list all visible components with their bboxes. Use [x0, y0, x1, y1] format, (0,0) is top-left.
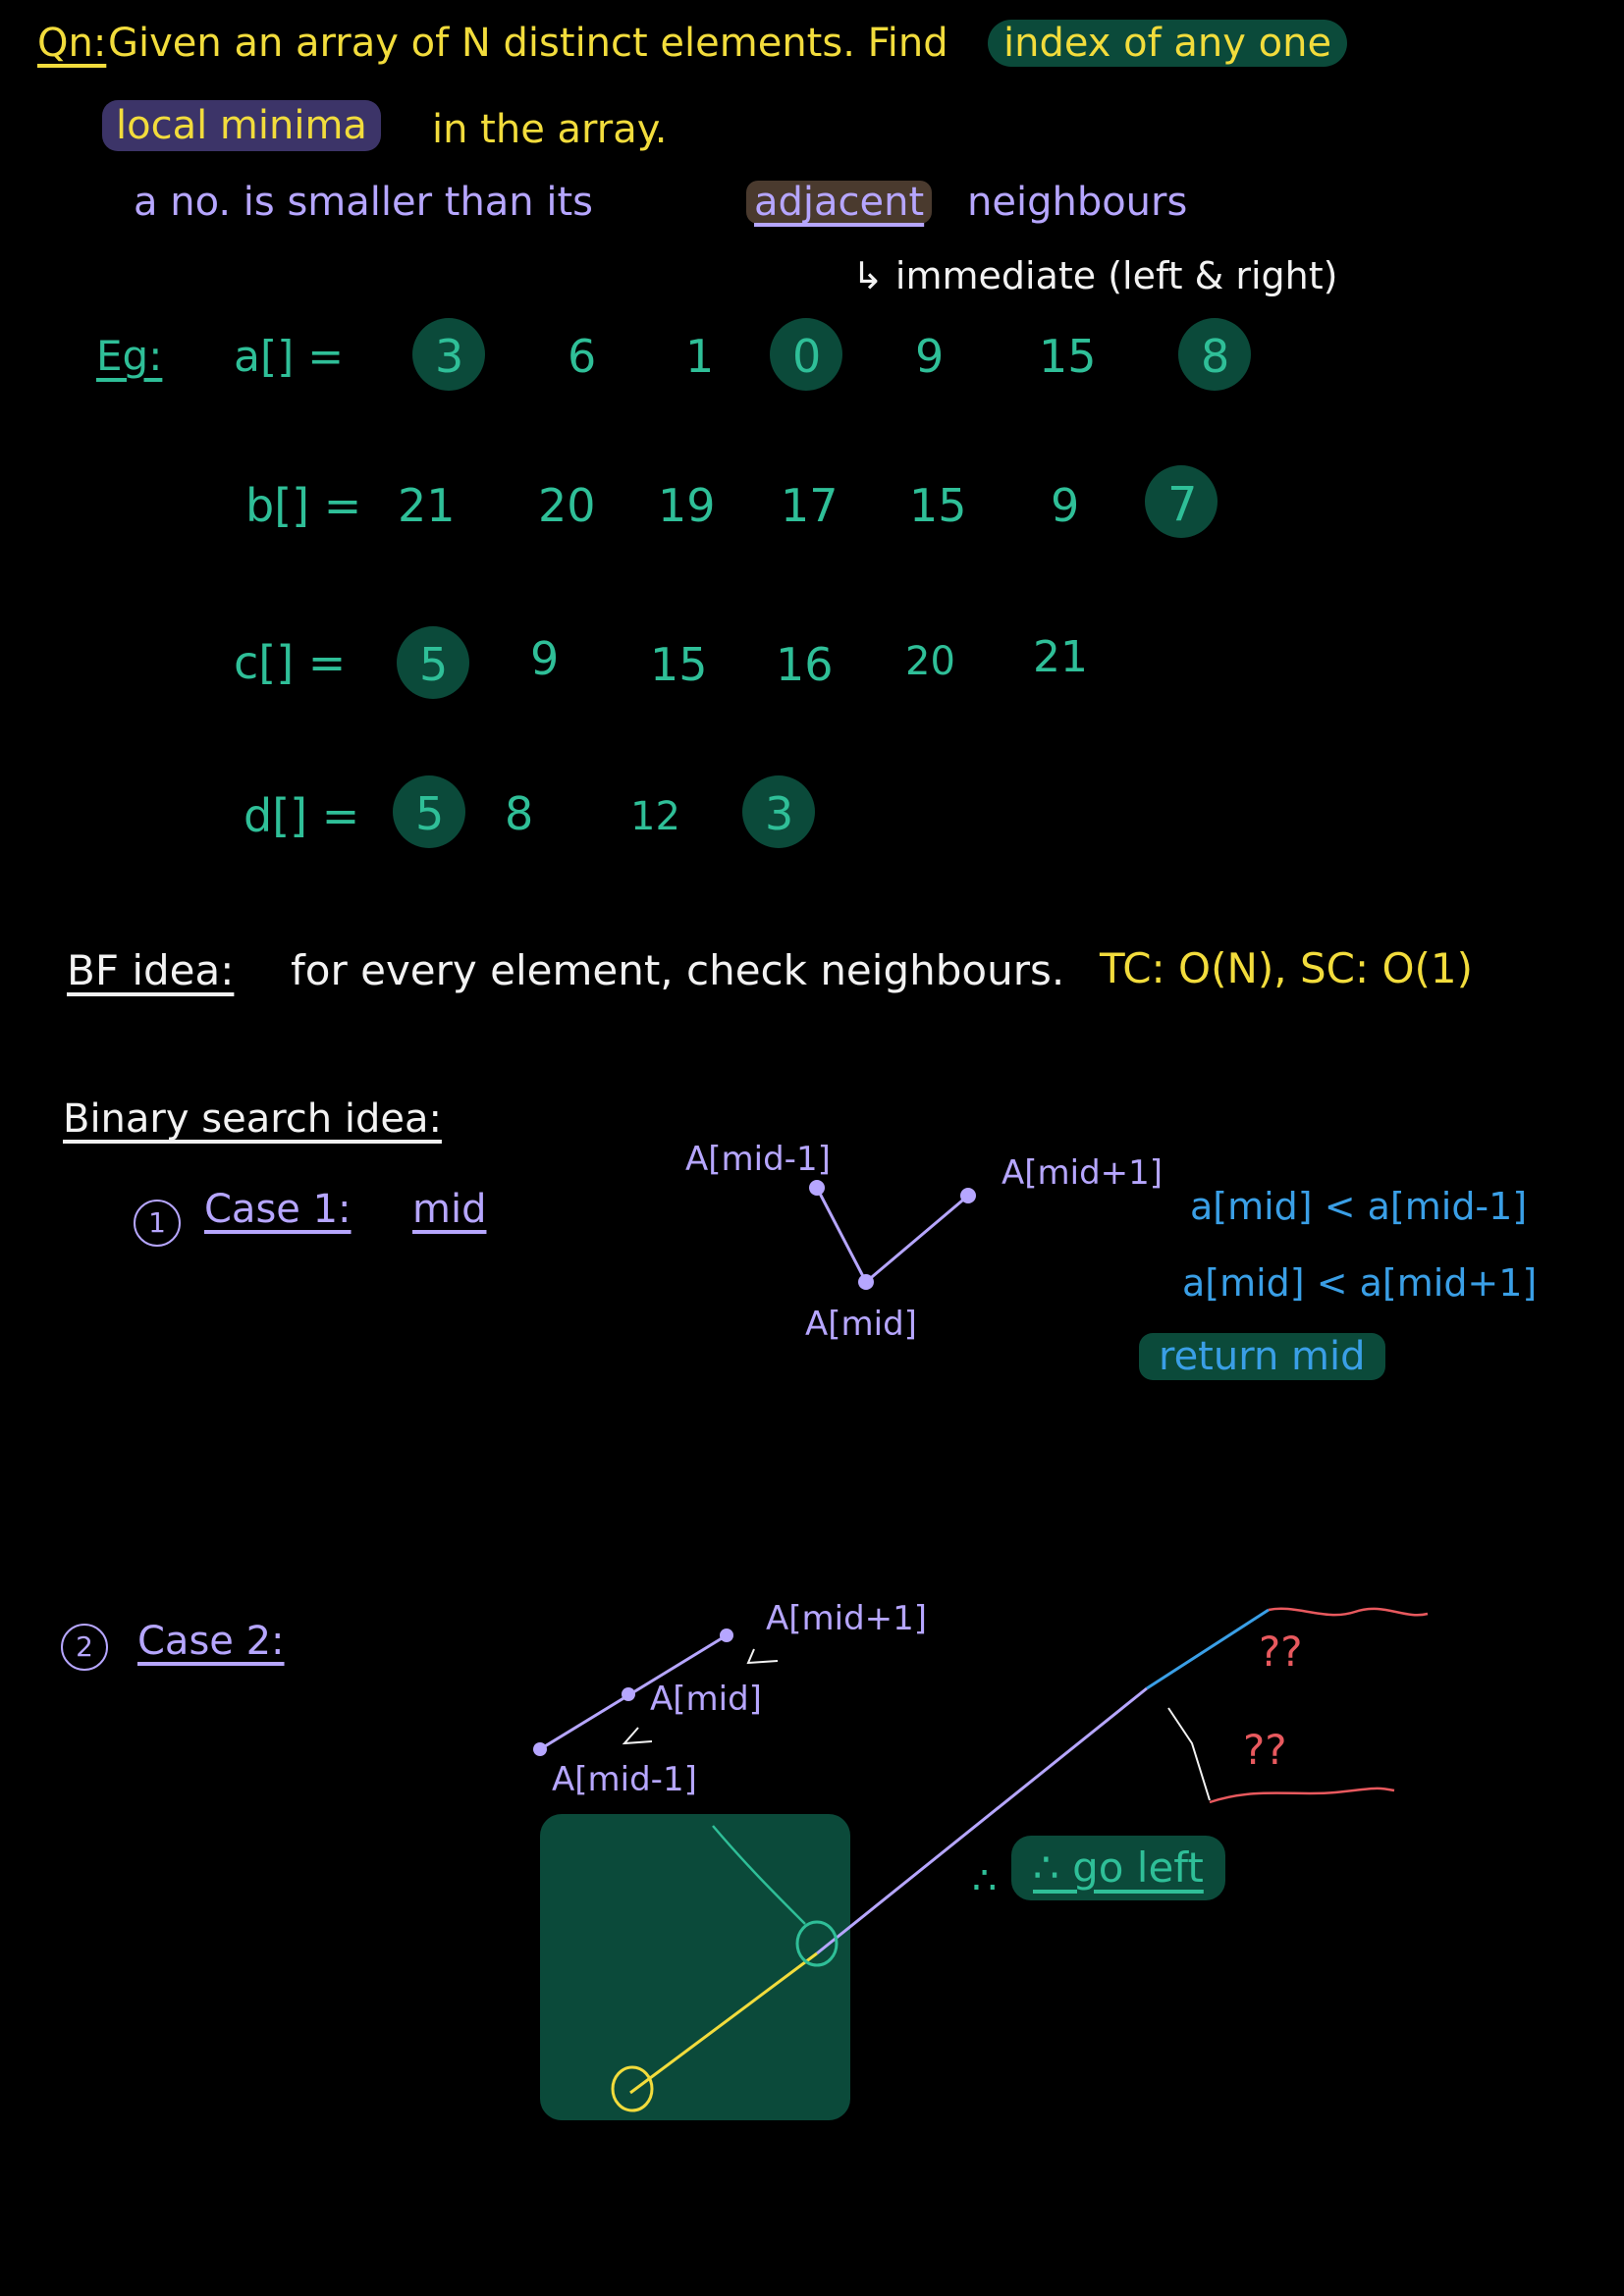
- trend-line-extension: [1146, 1608, 1270, 1690]
- adjacent-highlight: adjacent: [746, 181, 933, 224]
- array-a-value: 9: [915, 330, 945, 383]
- case2-label: Case 2:: [137, 1619, 285, 1664]
- array-d-value: 12: [630, 794, 680, 839]
- case2-go-left: ∴ go left: [1011, 1836, 1225, 1900]
- question-text: Given an array of N distinct elements. F…: [108, 21, 948, 66]
- array-c-value: 20: [905, 639, 955, 684]
- conclusion-marker: ∴: [972, 1858, 998, 1903]
- case1-right-edge: [865, 1194, 969, 1284]
- middle-circle: [795, 1920, 839, 1967]
- case1-point-mid: [858, 1274, 874, 1290]
- array-b-value: 15: [909, 479, 967, 532]
- question-text-end: in the array.: [432, 107, 668, 152]
- array-b-value: 19: [658, 479, 716, 532]
- array-d-value: 5: [415, 787, 445, 840]
- case2-point-right: [720, 1629, 733, 1642]
- trend-line: [816, 1686, 1148, 1955]
- array-a-value: 3: [435, 330, 464, 383]
- case1-mid: mid: [412, 1187, 487, 1232]
- case1-point-left: [809, 1180, 825, 1196]
- array-c-value: 16: [776, 638, 834, 691]
- bf-label: BF idea:: [67, 946, 235, 994]
- bf-text: for every element, check neighbours.: [291, 946, 1065, 994]
- case1-return-mid: return mid: [1139, 1333, 1385, 1380]
- question-highlight-index: index of any one: [988, 20, 1348, 67]
- question-highlight-local-minima: local minima: [102, 100, 381, 151]
- case1-condition-1: a[mid] < a[mid-1]: [1190, 1185, 1528, 1228]
- local-minima-circle: [742, 775, 815, 848]
- case2-point-mid: [622, 1687, 635, 1701]
- immediate-note: ↳ immediate (left & right): [852, 254, 1338, 297]
- case1-number: 1: [134, 1200, 181, 1247]
- case2-number: 2: [61, 1624, 108, 1671]
- array-c-name: c[] =: [234, 636, 347, 689]
- array-b-name: b[] =: [245, 479, 362, 532]
- array-a-value: 0: [792, 330, 822, 383]
- array-a-value: 6: [568, 330, 597, 383]
- case2-point-left-label: A[mid-1]: [552, 1760, 697, 1799]
- case1-left-edge: [815, 1187, 868, 1283]
- branch-down: [1167, 1707, 1211, 1801]
- local-minima-circle: [770, 318, 842, 391]
- left-trend-line: [629, 1951, 818, 2095]
- unknown-lower-curve: [1209, 1787, 1395, 1804]
- array-b-value: 9: [1051, 479, 1080, 532]
- left-end-circle: [611, 2065, 654, 2112]
- local-minima-circle: [1178, 318, 1251, 391]
- case2-point-mid-label: A[mid]: [650, 1680, 762, 1719]
- case1-condition-2: a[mid] < a[mid+1]: [1182, 1261, 1538, 1305]
- array-d-name: d[] =: [244, 789, 360, 842]
- array-a-value: 1: [685, 330, 715, 383]
- unknown-upper-curve: [1268, 1607, 1429, 1617]
- array-a-value: 15: [1039, 330, 1097, 383]
- binary-heading: Binary search idea:: [63, 1096, 442, 1142]
- question-label: Qn:: [37, 21, 107, 66]
- array-c-value: 21: [1033, 632, 1088, 682]
- arrow-mark: [746, 1648, 779, 1665]
- array-b-value: 21: [398, 479, 456, 532]
- array-b-value: 17: [781, 479, 839, 532]
- definition-text: a no. is smaller than its: [134, 180, 594, 225]
- local-minima-circle: [397, 626, 469, 699]
- array-d-value: 3: [765, 787, 794, 840]
- array-b-value: 20: [538, 479, 596, 532]
- local-minima-circle: [1145, 465, 1218, 538]
- case1-point-right-label: A[mid+1]: [1001, 1153, 1164, 1193]
- case2-point-right-label: A[mid+1]: [766, 1599, 928, 1638]
- case2-unknown-upper: ??: [1259, 1628, 1303, 1676]
- array-b-value: 7: [1167, 477, 1198, 532]
- array-a-name: a[] =: [234, 332, 345, 382]
- array-c-value: 5: [419, 638, 449, 691]
- case1-label: Case 1:: [204, 1187, 352, 1232]
- local-minima-circle: [393, 775, 465, 848]
- array-d-value: 8: [505, 787, 534, 840]
- array-a-value: 8: [1201, 330, 1230, 383]
- local-minima-circle: [412, 318, 485, 391]
- case1-point-mid-label: A[mid]: [805, 1305, 917, 1344]
- case2-point-left: [533, 1742, 547, 1756]
- case1-point-left-label: A[mid-1]: [685, 1140, 831, 1179]
- array-c-value: 15: [650, 638, 708, 691]
- arrow-mark: [622, 1727, 653, 1745]
- example-label: Eg:: [96, 332, 163, 380]
- case2-unknown-lower: ??: [1243, 1726, 1287, 1774]
- array-c-value: 9: [530, 632, 560, 685]
- bf-complexity: TC: O(N), SC: O(1): [1100, 944, 1474, 992]
- neighbours-text: neighbours: [967, 180, 1188, 225]
- pointer-stroke: [712, 1825, 806, 1925]
- case1-point-right: [960, 1188, 976, 1203]
